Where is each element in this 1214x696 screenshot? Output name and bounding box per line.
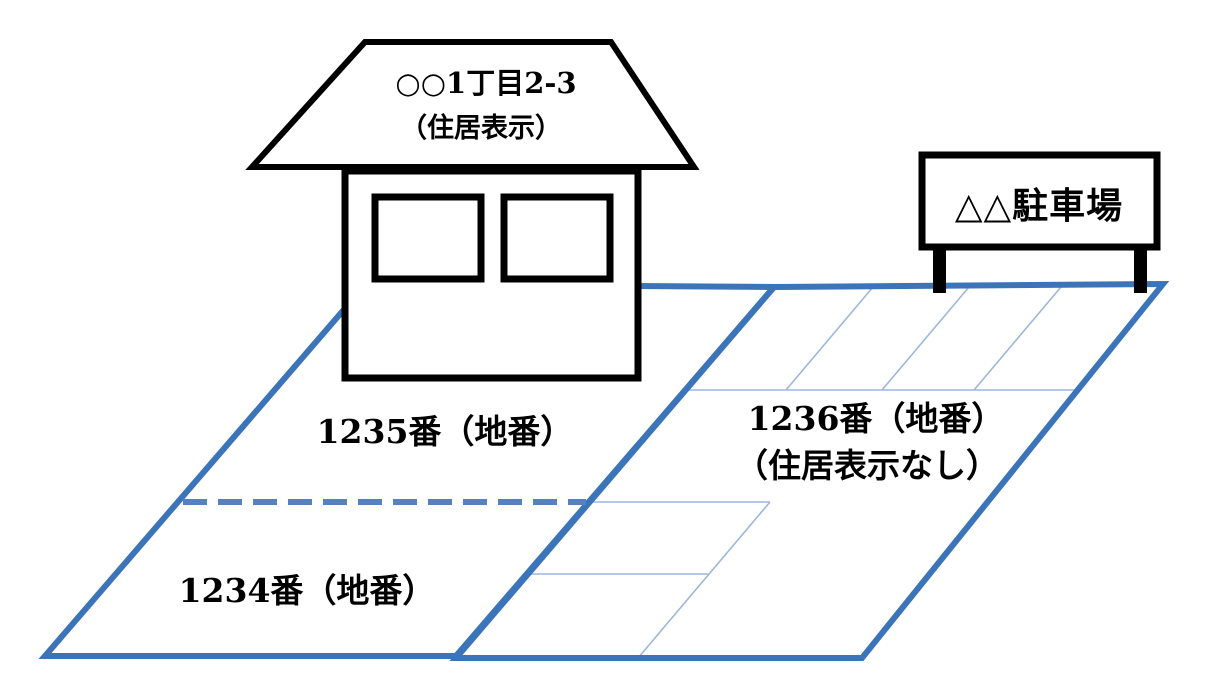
house [245,39,700,382]
parking-sign-label: △△駐車場 [955,185,1123,227]
parking-stall-line [881,286,970,391]
house-window-right [500,193,614,283]
parking-sign-leg-left [933,243,946,293]
parking-stall-line [973,286,1062,391]
parcel-label-1234: 1234番（地番） [179,571,436,610]
parcel-label-1236-line2: （住居表示なし） [735,446,999,485]
parking-sign: △△駐車場 [918,151,1161,293]
house-window-left [371,193,485,283]
house-address-label-line2: （住居表示） [400,112,562,144]
parking-sign-leg-right [1134,243,1147,293]
parking-sign-board [918,151,1161,251]
parcel-label-1235: 1235番（地番） [317,412,574,451]
parking-stall-lines [527,286,1078,659]
parcel-1236-boundary [449,280,1170,661]
house-address-label-line1: ○○1丁目2-3 [395,66,576,100]
parking-stall-line [785,286,874,391]
house-roof [245,39,700,170]
parcel-label-1236-line1: 1236番（地番） [748,399,1005,438]
parking-stall-line [637,501,771,659]
